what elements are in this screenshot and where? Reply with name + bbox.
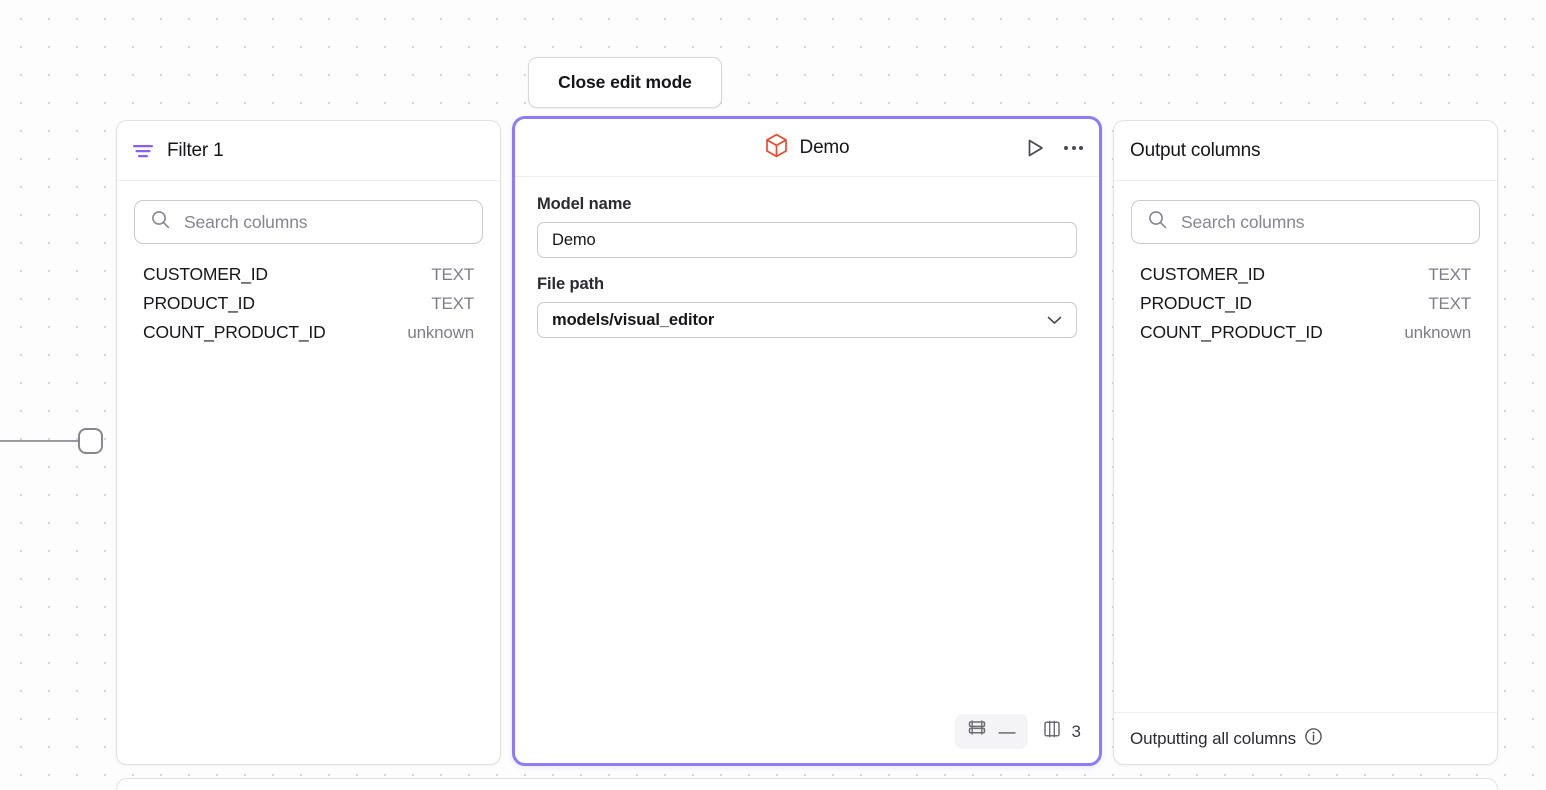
output-columns-panel[interactable]: Output columns Search columns CUSTOMER_I… — [1113, 120, 1498, 765]
column-name: CUSTOMER_ID — [1140, 264, 1265, 284]
search-icon — [1148, 210, 1167, 234]
chevron-down-icon — [1047, 311, 1062, 330]
connector-edge — [0, 440, 82, 442]
search-icon — [151, 210, 170, 234]
rows-icon — [967, 719, 987, 744]
column-type: TEXT — [1428, 265, 1471, 284]
output-panel-title: Output columns — [1130, 139, 1261, 161]
list-item[interactable]: CUSTOMER_ID TEXT — [133, 260, 484, 289]
demo-panel-header: Demo — [515, 119, 1099, 177]
filter-search-input[interactable]: Search columns — [134, 200, 483, 244]
file-path-label: File path — [537, 275, 604, 293]
column-name: PRODUCT_ID — [143, 293, 255, 313]
column-type: TEXT — [431, 265, 474, 284]
demo-model-panel[interactable]: Demo Model name Demo File path mode — [512, 116, 1102, 766]
column-name: COUNT_PRODUCT_ID — [143, 322, 326, 342]
column-name: CUSTOMER_ID — [143, 264, 268, 284]
output-panel-body: Search columns CUSTOMER_ID TEXT PRODUCT_… — [1114, 181, 1497, 712]
filter-panel-header: Filter 1 — [117, 121, 500, 181]
outputting-all-columns-text: Outputting all columns — [1130, 728, 1296, 748]
filter-column-list: CUSTOMER_ID TEXT PRODUCT_ID TEXT COUNT_P… — [117, 260, 500, 347]
demo-panel-title: Demo — [799, 136, 850, 158]
filter-search-placeholder: Search columns — [184, 211, 308, 232]
output-column-list: CUSTOMER_ID TEXT PRODUCT_ID TEXT COUNT_P… — [1114, 260, 1497, 347]
run-icon[interactable] — [1024, 137, 1046, 159]
column-type: TEXT — [431, 294, 474, 313]
column-type: unknown — [1404, 323, 1471, 342]
list-item[interactable]: COUNT_PRODUCT_ID unknown — [133, 318, 484, 347]
cube-icon — [765, 133, 788, 163]
output-search-input[interactable]: Search columns — [1131, 200, 1480, 244]
list-item[interactable]: PRODUCT_ID TEXT — [1130, 289, 1481, 318]
filter-panel-title: Filter 1 — [167, 139, 224, 161]
demo-panel-footer: — 3 — [954, 714, 1081, 749]
list-item[interactable]: PRODUCT_ID TEXT — [133, 289, 484, 318]
column-name: COUNT_PRODUCT_ID — [1140, 322, 1323, 342]
more-options-icon[interactable] — [1064, 145, 1083, 150]
file-path-value: models/visual_editor — [552, 310, 715, 329]
column-name: PRODUCT_ID — [1140, 293, 1252, 313]
rows-stat[interactable]: — — [954, 714, 1028, 749]
columns-icon — [1042, 719, 1062, 744]
filter-icon — [133, 144, 153, 158]
demo-panel-body: Model name Demo File path models/visual_… — [515, 177, 1099, 763]
info-icon[interactable] — [1304, 727, 1323, 751]
columns-value: 3 — [1071, 721, 1081, 741]
list-item[interactable]: CUSTOMER_ID TEXT — [1130, 260, 1481, 289]
output-panel-header: Output columns — [1114, 121, 1497, 181]
output-search-placeholder: Search columns — [1181, 211, 1305, 232]
filter-panel[interactable]: Filter 1 Search columns CUSTOMER_ID TEXT… — [116, 120, 501, 765]
bottom-panel-peek[interactable] — [116, 778, 1498, 790]
model-name-input[interactable]: Demo — [537, 222, 1077, 258]
rows-value: — — [998, 721, 1016, 741]
column-type: unknown — [407, 323, 474, 342]
columns-stat[interactable]: 3 — [1042, 719, 1081, 744]
output-panel-footer: Outputting all columns — [1114, 712, 1497, 764]
file-path-select[interactable]: models/visual_editor — [537, 302, 1077, 338]
model-name-value: Demo — [552, 230, 596, 249]
connector-handle[interactable] — [78, 428, 103, 454]
model-name-label: Model name — [537, 195, 632, 213]
column-type: TEXT — [1428, 294, 1471, 313]
list-item[interactable]: COUNT_PRODUCT_ID unknown — [1130, 318, 1481, 347]
close-edit-mode-button[interactable]: Close edit mode — [528, 57, 722, 108]
